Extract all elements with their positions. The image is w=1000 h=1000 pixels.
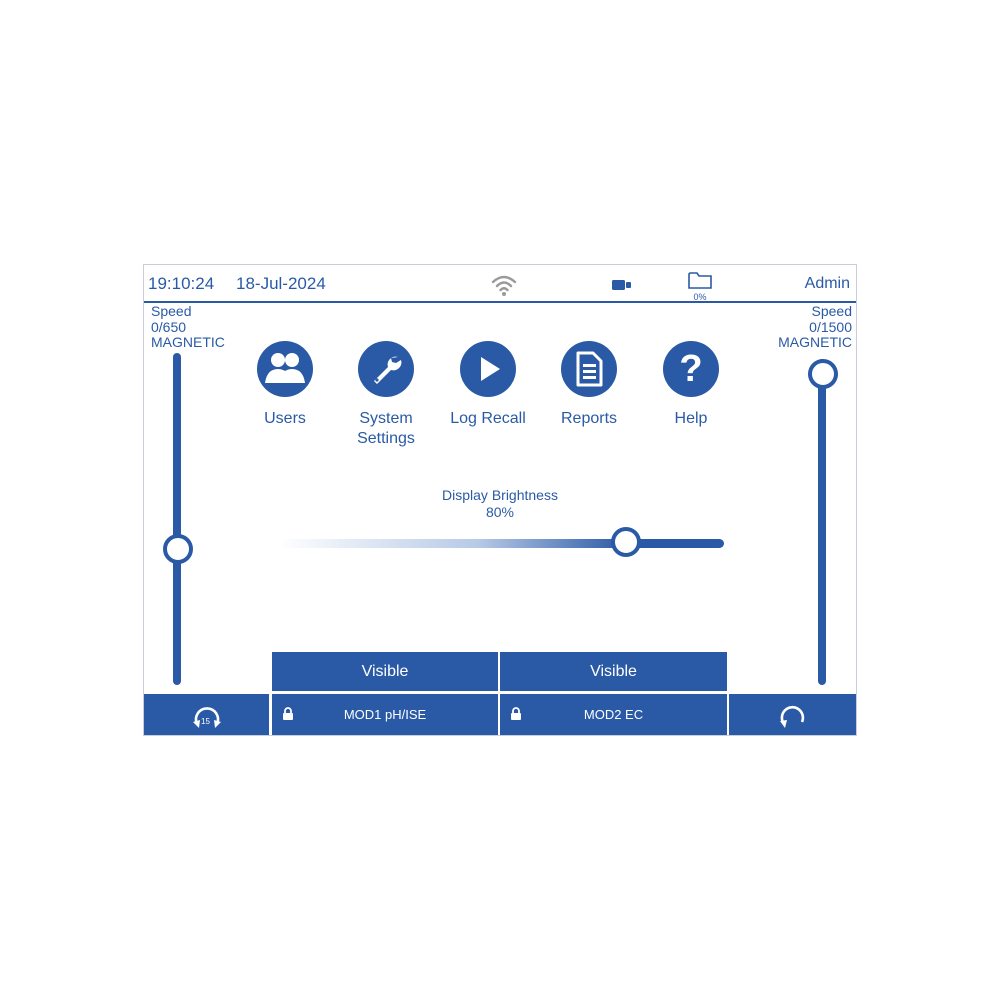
help-icon: ? <box>663 341 719 397</box>
brightness-value: 80% <box>485 504 515 520</box>
mod1-visible-button[interactable]: Visible <box>272 652 498 691</box>
menu-users-label: Users <box>264 410 306 427</box>
right-speed-value: 0/1500 <box>809 318 852 335</box>
right-stirrer-info: Speed 0/1500 MAGNETIC <box>778 303 852 351</box>
mod2-visible-button[interactable]: Visible <box>500 652 727 691</box>
right-slider-track <box>818 359 826 685</box>
lock-icon <box>283 707 293 720</box>
brightness-label-group: Display Brightness 80% <box>400 487 600 521</box>
clock-time: 19:10:24 <box>148 274 215 293</box>
menu-system-settings-label: System Settings <box>357 410 415 447</box>
folder-icon[interactable] <box>687 270 713 290</box>
document-icon <box>561 341 617 397</box>
right-slider-thumb[interactable] <box>808 359 838 389</box>
wifi-icon <box>491 275 517 296</box>
module-tab-mod2[interactable]: MOD2 EC <box>500 694 727 735</box>
status-bar: 19:10:24 18-Jul-2024 0% Admin <box>144 265 856 303</box>
rotate-timer-icon <box>192 706 221 728</box>
menu-log-recall[interactable]: Log Recall <box>436 341 540 429</box>
wrench-icon <box>358 341 414 397</box>
left-speed-title: Speed <box>151 303 192 319</box>
module-tab-mod2-label: MOD2 EC <box>583 707 644 722</box>
menu-reports[interactable]: Reports <box>537 341 641 429</box>
right-speed-slider[interactable] <box>807 359 838 685</box>
right-stirrer-button[interactable] <box>729 694 856 735</box>
left-stirrer-button[interactable]: 15 <box>144 694 269 735</box>
left-slider-thumb[interactable] <box>163 534 193 565</box>
rotate-icon <box>779 705 804 728</box>
right-stirrer-mode: MAGNETIC <box>778 334 852 350</box>
brightness-slider-thumb[interactable] <box>610 527 641 557</box>
usb-icon <box>612 280 631 290</box>
menu-log-recall-label: Log Recall <box>450 410 526 427</box>
module-tab-mod1[interactable]: MOD1 pH/ISE <box>272 694 498 735</box>
left-stirrer-info: Speed 0/650 MAGNETIC <box>151 303 225 351</box>
storage-percent: 0% <box>693 292 707 302</box>
current-user[interactable]: Admin <box>804 275 850 292</box>
menu-help[interactable]: ? Help <box>639 341 743 429</box>
brightness-label: Display Brightness <box>442 487 558 503</box>
left-stirrer-mode: MAGNETIC <box>151 334 225 350</box>
device-screen: 19:10:24 18-Jul-2024 0% Admin Speed 0/65… <box>143 264 857 736</box>
module-tab-mod1-label: MOD1 pH/ISE <box>343 707 427 722</box>
left-speed-value: 0/650 <box>151 318 187 335</box>
brightness-slider[interactable] <box>278 527 724 557</box>
clock-date: 18-Jul-2024 <box>236 274 326 293</box>
left-stirrer-timer: 15 <box>201 717 210 726</box>
menu-users[interactable]: Users <box>233 341 337 429</box>
menu-reports-label: Reports <box>560 410 618 427</box>
right-speed-title: Speed <box>811 303 852 319</box>
menu-system-settings[interactable]: System Settings <box>334 341 438 449</box>
lock-icon <box>511 707 521 720</box>
bottom-bar: 15 MOD1 pH/ISE MOD2 EC <box>144 694 856 735</box>
menu-help-label: Help <box>674 410 708 427</box>
brightness-slider-track <box>278 539 724 548</box>
play-icon <box>460 341 516 397</box>
left-speed-slider[interactable] <box>162 353 193 685</box>
left-slider-track <box>173 353 181 685</box>
users-icon <box>257 341 313 397</box>
